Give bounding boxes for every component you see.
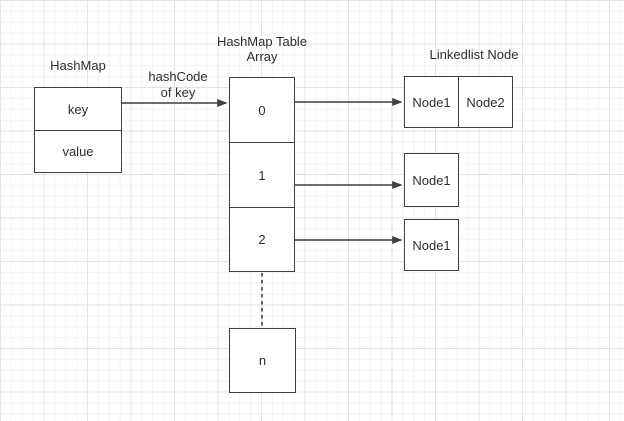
array-cell-0: 0 (230, 78, 294, 143)
linkedlist-row0-node2: Node2 (466, 94, 505, 110)
linkedlist-row2-node1: Node1 (412, 237, 451, 253)
array-cell-1: 1 (230, 143, 294, 208)
linkedlist-title: Linkedlist Node (429, 47, 519, 62)
array-cell-2: 2 (258, 232, 266, 247)
linkedlist-row-1: Node1 (404, 153, 459, 207)
array-cell-n: n (258, 353, 267, 368)
linkedlist-row-2: Node1 (404, 219, 459, 271)
array-cell-n-box: n (229, 328, 296, 393)
hashmap-box: key value (34, 87, 122, 173)
linkedlist-row0-node1: Node1 (405, 77, 459, 127)
array-title: HashMap Table Array (216, 34, 308, 64)
hashcode-arrow-label: hashCode of key (148, 69, 208, 100)
array-box: 0 1 2 (229, 77, 295, 272)
linkedlist-row-0: Node1 Node2 (404, 76, 513, 128)
linkedlist-row1-node1: Node1 (412, 172, 451, 188)
hashmap-value-cell: value (62, 144, 94, 159)
hashmap-title: HashMap (50, 58, 106, 73)
hashmap-key-cell: key (35, 88, 121, 131)
